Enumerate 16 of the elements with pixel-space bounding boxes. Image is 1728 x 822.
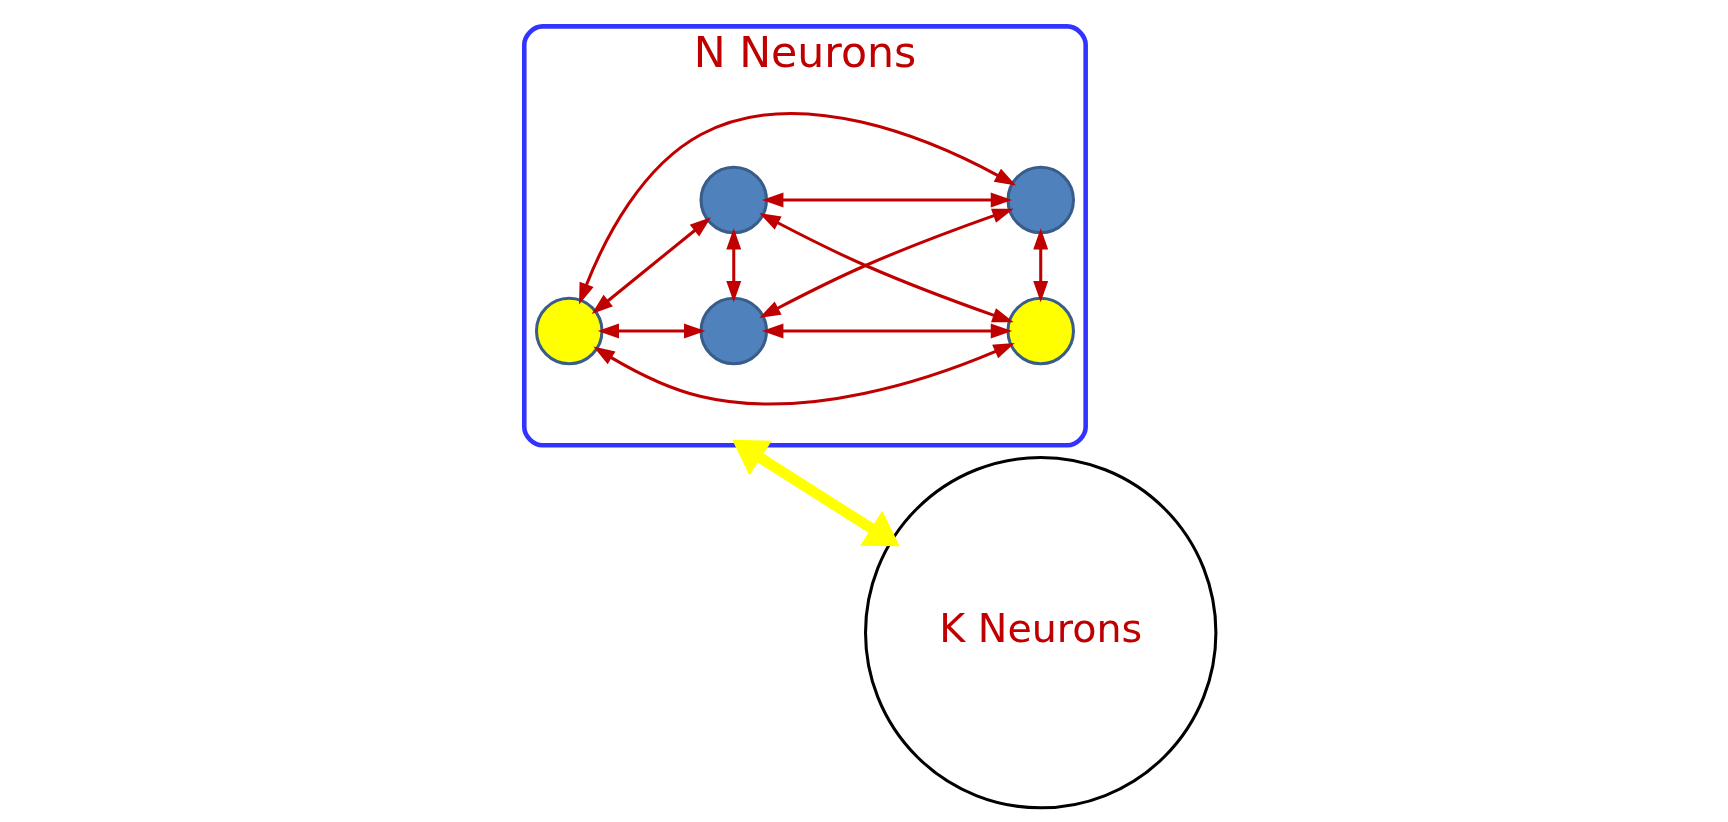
arrow — [591, 217, 712, 315]
arrow — [593, 342, 1015, 406]
node-circle — [699, 296, 769, 366]
arrow — [732, 439, 900, 547]
arrow — [762, 323, 1013, 339]
arrow — [1033, 228, 1049, 303]
node-circle: K Neurons — [864, 455, 1218, 810]
arrow — [726, 228, 742, 303]
arrow — [579, 112, 1016, 305]
node-circle — [699, 165, 769, 235]
node-circle — [1006, 165, 1075, 235]
arrow — [597, 323, 706, 339]
arrow — [762, 192, 1013, 208]
cluster: N Neurons — [522, 24, 1088, 448]
node-circle — [534, 296, 604, 366]
node-circle — [1006, 296, 1075, 366]
